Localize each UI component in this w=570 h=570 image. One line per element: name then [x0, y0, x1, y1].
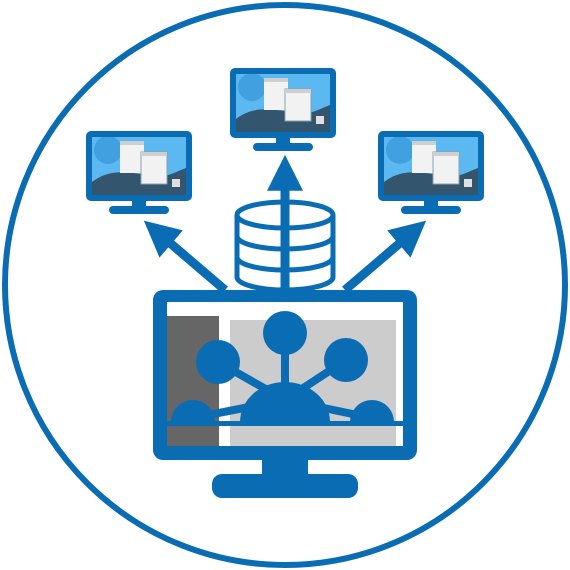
- network-node: [324, 338, 368, 382]
- network-hub-center: [240, 382, 330, 422]
- client-monitor-icon: [230, 68, 336, 151]
- network-node: [196, 340, 240, 384]
- network-hub-icon: [167, 311, 403, 426]
- network-node: [263, 311, 307, 355]
- central-monitor-with-network-hub-icon: [153, 290, 417, 498]
- client-monitor-icon: [378, 131, 484, 214]
- network-baseline: [167, 421, 403, 426]
- network-node: [171, 400, 215, 422]
- arrow-to-left-client: [143, 220, 228, 294]
- arrow-to-right-client: [342, 220, 427, 294]
- client-monitor-icon: [86, 131, 192, 214]
- network-node: [350, 400, 394, 422]
